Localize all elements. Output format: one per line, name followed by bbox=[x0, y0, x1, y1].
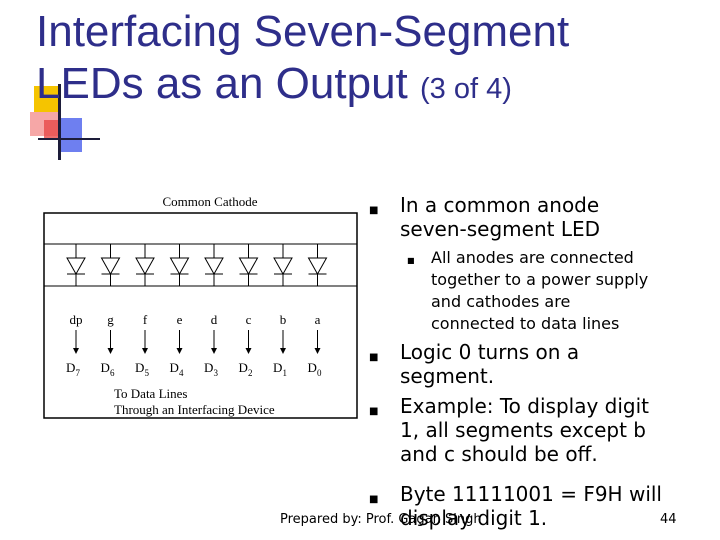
common-cathode-label: Common Cathode bbox=[163, 194, 258, 209]
data-line-label: D4 bbox=[170, 360, 184, 378]
data-line-label: D3 bbox=[204, 360, 218, 378]
segment-label: dp bbox=[70, 312, 83, 327]
title-line-1: Interfacing Seven-Segment bbox=[36, 7, 570, 56]
bullet-text: seven-segment LED bbox=[400, 217, 601, 241]
data-line-label: D1 bbox=[273, 360, 287, 378]
diode-triangle bbox=[307, 257, 328, 276]
diode-triangle bbox=[273, 257, 293, 276]
segment-label: c bbox=[246, 312, 252, 327]
diode-group bbox=[66, 244, 328, 286]
diode-triangle bbox=[238, 257, 259, 276]
segment-label: g bbox=[107, 312, 114, 327]
data-line-label: D0 bbox=[308, 360, 322, 378]
data-line-label: D2 bbox=[239, 360, 253, 378]
arrow-head bbox=[176, 348, 183, 354]
bullet-text: and c should be off. bbox=[400, 442, 598, 466]
segment-label: f bbox=[143, 312, 148, 327]
bullet-logic-zero: ■ Logic 0 turns on a segment. bbox=[369, 340, 580, 388]
arrow-head bbox=[107, 348, 114, 354]
caption-line-1: To Data Lines bbox=[114, 386, 187, 401]
arrow-head bbox=[245, 348, 252, 354]
bullet-example: ■ Example: To display digit 1, all segme… bbox=[369, 394, 649, 466]
diode-triangle bbox=[66, 257, 86, 276]
title-line-2-sub: (3 of 4) bbox=[420, 73, 512, 105]
data-line-label: D5 bbox=[135, 360, 149, 378]
arrow-head bbox=[314, 348, 321, 354]
bullet-marker: ■ bbox=[407, 256, 415, 265]
segment-label: b bbox=[280, 312, 287, 327]
bullet-text: display digit 1. bbox=[400, 506, 548, 530]
arrow-head bbox=[142, 348, 148, 354]
page-title: Interfacing Seven-Segment LEDs as an Out… bbox=[36, 6, 706, 115]
title-decoration bbox=[30, 84, 100, 164]
footer-credit: Prepared by: Prof. Gagan Singh bbox=[280, 512, 482, 527]
bullet-marker: ■ bbox=[369, 205, 379, 216]
bullet-marker: ■ bbox=[369, 494, 379, 505]
bullet-text: Logic 0 turns on a bbox=[400, 340, 580, 364]
segment-labels: dp g f e d c b a bbox=[70, 312, 321, 327]
segment-label: a bbox=[315, 312, 321, 327]
segment-label: d bbox=[211, 312, 218, 327]
bullet-common-anode: ■ In a common anode seven-segment LED bbox=[369, 193, 601, 241]
bullet-text: connected to data lines bbox=[431, 314, 620, 333]
cathode-bus-box bbox=[43, 212, 358, 419]
diode-triangle bbox=[204, 257, 224, 276]
diode-triangle bbox=[135, 257, 155, 276]
arrow-head bbox=[211, 348, 217, 354]
bullet-text: Example: To display digit bbox=[400, 394, 649, 418]
bullet-text: Byte 11111001 = F9H will bbox=[400, 482, 662, 506]
diode-triangle bbox=[169, 257, 190, 276]
bullet-marker: ■ bbox=[369, 406, 379, 417]
arrow-head bbox=[73, 348, 79, 354]
arrow-head bbox=[280, 348, 286, 354]
page-number: 44 bbox=[660, 512, 677, 527]
bullet-text: In a common anode bbox=[400, 193, 600, 217]
bullet-byte: ■ Byte 11111001 = F9H will display digit… bbox=[369, 482, 662, 530]
data-line-label: D6 bbox=[101, 360, 115, 378]
data-line-labels: D7 D6 D5 D4 D3 D2 D1 D0 bbox=[66, 330, 322, 378]
sub-bullet-anodes: ■ All anodes are connected together to a… bbox=[407, 247, 649, 335]
caption-line-2: Through an Interfacing Device bbox=[114, 402, 275, 417]
data-line-label: D7 bbox=[66, 360, 80, 378]
bullet-marker: ■ bbox=[369, 352, 379, 363]
bullet-text: All anodes are connected bbox=[431, 248, 634, 267]
title-line-2: LEDs as an Output bbox=[36, 59, 408, 108]
segment-label: e bbox=[177, 312, 183, 327]
diode-triangle bbox=[100, 257, 121, 276]
bullet-text: segment. bbox=[400, 364, 495, 388]
bullet-text: together to a power supply bbox=[431, 270, 649, 289]
bullet-text: and cathodes are bbox=[431, 292, 571, 311]
bullet-text: 1, all segments except b bbox=[400, 418, 646, 442]
